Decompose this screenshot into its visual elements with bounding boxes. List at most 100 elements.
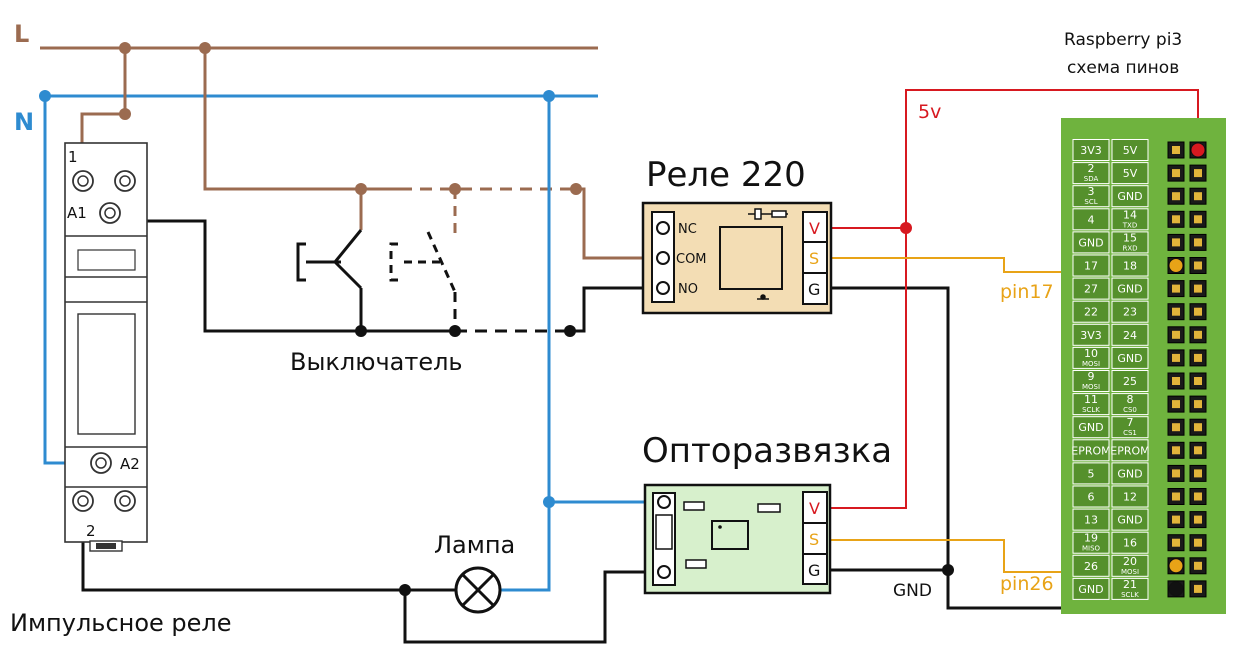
- opto-resistor-icon: [683, 501, 781, 569]
- relay-diode-icon: [748, 208, 788, 220]
- line-L-label: L: [14, 20, 29, 48]
- screw-terminal: [114, 490, 136, 512]
- junction-dot: [119, 108, 131, 120]
- wire-5v-to-gpio: [828, 89, 1199, 229]
- gpio-label-left: 3V3: [1072, 139, 1110, 161]
- gpio-pin-label: 12: [1123, 491, 1137, 504]
- gpio-pin-label: 26: [1084, 560, 1098, 573]
- gpio-pin: [1167, 326, 1185, 344]
- gpio-pin: [1167, 464, 1185, 482]
- label-gnd: GND: [893, 581, 932, 601]
- wire-relay-no: [570, 286, 655, 333]
- junction-dot: [449, 183, 461, 195]
- gpio-pin: [1189, 164, 1207, 182]
- gpio-label-right: 12: [1111, 485, 1149, 508]
- relay-terminal-block-right: [802, 211, 828, 305]
- impulse-relay-term-2: 2: [86, 522, 96, 540]
- gpio-pin: [1189, 395, 1207, 413]
- gpio-label-left: GND: [1072, 577, 1110, 600]
- gpio-pin-function: CS1: [1123, 429, 1137, 437]
- switch-solid: [296, 229, 363, 290]
- gpio-pin: [1167, 187, 1185, 205]
- gpio-pin: [1189, 580, 1207, 598]
- gpio-pin-label: 5: [1088, 467, 1095, 480]
- label-pin26: pin26: [1000, 573, 1054, 595]
- impulse-relay-label: Импульсное реле: [10, 609, 232, 637]
- raspberry-title-line2: схема пинов: [1067, 58, 1179, 78]
- gpio-pin-label: 5V: [1123, 144, 1138, 157]
- gpio-pin-number: 10: [1084, 347, 1098, 360]
- relay-title: Реле 220: [646, 155, 806, 195]
- gpio-pin: [1167, 395, 1185, 413]
- gpio-pin-label: EPROM: [1110, 444, 1149, 457]
- gpio-pin: [1167, 511, 1185, 529]
- gpio-label-left: EPROM: [1071, 439, 1111, 462]
- gpio-pin-number: 19: [1084, 532, 1098, 545]
- neutral-junctions: [39, 90, 555, 508]
- gpio-pin: [1189, 257, 1207, 274]
- gpio-pin-label: 3V3: [1080, 144, 1102, 157]
- gpio-pin-label: GND: [1078, 236, 1103, 249]
- gpio-label-right: 16: [1111, 531, 1149, 554]
- gpio-pin: [1167, 210, 1185, 228]
- gpio-pin-label: 24: [1123, 329, 1137, 342]
- gpio-pin-gnd-highlight: [1168, 581, 1184, 597]
- gpio-label-right: 23: [1111, 300, 1149, 323]
- screw-terminal-a1: [99, 202, 121, 224]
- gpio-pin: [1167, 164, 1185, 182]
- junction-dot: [399, 584, 411, 596]
- opto-chip-icon: [711, 520, 749, 550]
- gpio-pin-function: SCL: [1084, 198, 1097, 206]
- gpio-pin-number: 9: [1088, 370, 1095, 383]
- gpio-pin: [1189, 511, 1207, 529]
- gpio-pin: [1189, 233, 1207, 251]
- gpio-pin: [1189, 349, 1207, 367]
- gpio-pin-label: 23: [1123, 306, 1137, 319]
- gpio-pin-label: 25: [1123, 375, 1137, 388]
- impulse-relay-window: [77, 313, 136, 435]
- gpio-label-left: 17: [1072, 254, 1110, 277]
- gpio-label-left: 3V3: [1072, 323, 1110, 346]
- gpio-pin-function: MOSI: [1121, 568, 1139, 576]
- gpio-pin-number: 7: [1127, 416, 1134, 429]
- gpio-pin: [1167, 141, 1185, 159]
- gpio-pin: [1189, 187, 1207, 205]
- gpio-pin-label: GND: [1117, 190, 1142, 203]
- power-lines: L N: [14, 20, 598, 136]
- switch-dashed: [389, 231, 457, 293]
- lamp-label: Лампа: [434, 531, 515, 559]
- gpio-pin-label: 13: [1084, 514, 1098, 527]
- relay-term-nc: NC: [678, 222, 697, 237]
- gpio-pin-label: GND: [1117, 352, 1142, 365]
- junction-dot: [119, 42, 131, 54]
- gpio-pin-label: GND: [1117, 467, 1142, 480]
- gpio-pin: [1189, 464, 1207, 482]
- relay-term-s: S: [809, 249, 819, 268]
- lamp-icon: [454, 566, 502, 614]
- relay-term-no: NO: [678, 282, 698, 297]
- gpio-pin-function: MISO: [1082, 545, 1101, 553]
- junction-dot: [355, 183, 367, 195]
- gpio-pin: [1167, 280, 1185, 298]
- junction-dot: [543, 496, 555, 508]
- junction-dot: [570, 183, 582, 195]
- gpio-pin: [1167, 349, 1185, 367]
- gpio-pin: [1167, 233, 1185, 251]
- gpio-label-right: GND: [1111, 346, 1149, 369]
- junction-dot: [355, 325, 367, 337]
- screw-terminal-2: [72, 490, 94, 512]
- junction-dot: [900, 222, 912, 234]
- line-N-label: N: [14, 108, 34, 136]
- relay-module: NC COM NO V S G: [641, 201, 833, 315]
- gpio-label-left: 27: [1072, 277, 1110, 300]
- gpio-pin-label: GND: [1117, 283, 1142, 296]
